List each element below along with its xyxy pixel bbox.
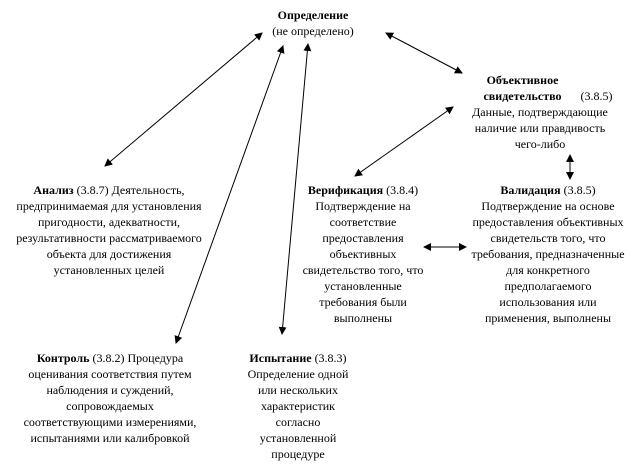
test-ref: (3.8.3) <box>314 351 347 365</box>
control-ref: (3.8.2) <box>92 351 125 365</box>
definition-title: Определение <box>277 8 349 22</box>
validation-ref: (3.8.5) <box>563 183 596 197</box>
analysis-ref: (3.8.7) <box>76 183 109 197</box>
validation-title: Валидация <box>500 183 561 197</box>
analysis-title: Анализ <box>33 183 74 197</box>
verification-text: Подтверждение на соответствие предоставл… <box>302 199 424 325</box>
node-verification: Верификация (3.8.4) Подтверждение на соо… <box>300 182 426 326</box>
verification-ref: (3.8.4) <box>386 183 419 197</box>
analysis-text: Деятельность, предпринимаемая для устано… <box>16 183 202 277</box>
definition-text: (не определено) <box>272 24 354 38</box>
arrow-definition-test <box>278 43 312 335</box>
arrow-definition-control <box>174 45 285 344</box>
arrow-definition-evidence <box>385 32 463 74</box>
arrow-evidence-verification <box>354 106 454 177</box>
node-test: Испытание (3.8.3) Определение одной или … <box>244 350 352 462</box>
node-validation: Валидация (3.8.5) Подтверждение на основ… <box>466 182 630 326</box>
test-text: Определение одной или нескольких характе… <box>247 367 349 461</box>
objective-evidence-text: Данные, подтверждающие наличие или правд… <box>472 105 608 151</box>
node-definition: Определение (не определено) <box>243 7 383 39</box>
node-control: Контроль (3.8.2) Процедура оценивания со… <box>20 350 200 446</box>
node-objective-evidence: Объективное свидетельство (3.8.5) Данные… <box>450 72 630 152</box>
objective-evidence-title: Объективное свидетельство <box>483 73 562 103</box>
objective-evidence-ref: (3.8.5) <box>580 89 613 103</box>
arrow-definition-analysis <box>104 32 263 167</box>
node-analysis: Анализ (3.8.7) Деятельность, предпринима… <box>10 182 208 278</box>
control-text: Процедура оценивания соответствия путем … <box>23 351 197 445</box>
verification-title: Верификация <box>307 183 384 197</box>
validation-text: Подтверждение на основе предоставления о… <box>471 199 625 325</box>
test-title: Испытание <box>249 351 312 365</box>
control-title: Контроль <box>36 351 90 365</box>
